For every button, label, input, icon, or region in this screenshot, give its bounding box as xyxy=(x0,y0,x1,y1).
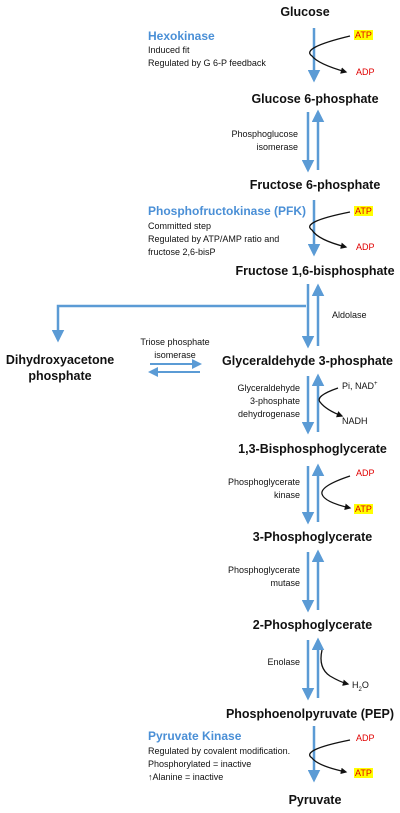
enzyme-line: Phosphoglucose xyxy=(231,129,298,139)
enzyme-hexokinase-title: Hexokinase xyxy=(148,29,215,43)
metabolite-3pg: 3-Phosphoglycerate xyxy=(252,530,373,544)
arrow-aldolase-to-dhap xyxy=(51,304,306,343)
up-arrow-icon: ↑ xyxy=(148,772,153,782)
cofactor-atp-pgk: ATP xyxy=(354,504,373,514)
cofactor-nadh: NADH xyxy=(342,416,368,426)
note-line: fructose 2,6-bisP xyxy=(148,247,216,257)
metabolite-dhap-line2: phosphate xyxy=(28,369,92,383)
cofactor-curve-pyruvate-kinase xyxy=(309,739,351,775)
cofactor-curve-gapdh xyxy=(318,387,344,418)
enzyme-pgi-label: Phosphoglucose isomerase xyxy=(218,128,298,154)
cofactor-adp-pyruvate-kinase: ADP xyxy=(356,733,375,743)
metabolite-pep: Phosphoenolpyruvate (PEP) xyxy=(225,707,395,721)
enzyme-line: isomerase xyxy=(256,142,298,152)
enzyme-line: isomerase xyxy=(154,350,196,360)
metabolite-f6p: Fructose 6-phosphate xyxy=(249,178,381,192)
metabolite-dhap: Dihydroxyacetone phosphate xyxy=(2,352,118,384)
enzyme-aldolase-label: Aldolase xyxy=(332,310,367,320)
note-line: Committed step xyxy=(148,221,212,231)
enzyme-line: dehydrogenase xyxy=(237,409,300,419)
cofactor-nad-superscript: + xyxy=(374,381,378,387)
enzyme-line: Glyceraldehyde xyxy=(237,383,300,393)
note-line: Regulated by ATP/AMP ratio and xyxy=(148,234,280,244)
metabolite-dhap-line1: Dihydroxyacetone xyxy=(5,353,115,367)
metabolite-13bpg: 1,3-Bisphosphoglycerate xyxy=(238,442,387,456)
metabolite-f16bp: Fructose 1,6-bisphosphate xyxy=(235,264,395,278)
cofactor-curve-pfk xyxy=(309,211,351,249)
cofactor-adp-pgk: ADP xyxy=(356,468,375,478)
enzyme-line: mutase xyxy=(270,578,300,588)
cofactor-pi-nad-text: Pi, NAD xyxy=(342,381,375,391)
cofactor-atp-pfk: ATP xyxy=(354,206,373,216)
metabolite-2pg: 2-Phosphoglycerate xyxy=(252,618,373,632)
cofactor-curve-enolase xyxy=(320,649,350,686)
enzyme-pfk-title: Phosphofructokinase (PFK) xyxy=(148,204,307,218)
enzyme-pyruvate-kinase-notes: Regulated by covalent modification. Phos… xyxy=(148,745,290,784)
note-alanine-text: Alanine = inactive xyxy=(152,772,224,782)
metabolite-pyruvate: Pyruvate xyxy=(288,793,342,807)
enzyme-pgm-label: Phosphoglycerate mutase xyxy=(214,564,300,590)
note-line: Phosphorylated = inactive xyxy=(148,759,252,769)
enzyme-hexokinase-notes: Induced fit Regulated by G 6-P feedback xyxy=(148,44,266,70)
cofactor-h2o: H2O xyxy=(352,680,369,693)
enzyme-pgk-label: Phosphoglycerate kinase xyxy=(214,476,300,502)
metabolite-g6p: Glucose 6-phosphate xyxy=(251,92,379,106)
cofactor-adp-hexokinase: ADP xyxy=(356,67,375,77)
note-line: Induced fit xyxy=(148,45,190,55)
note-line: ↑Alanine = inactive xyxy=(148,771,290,784)
cofactor-h2o-o: O xyxy=(361,680,369,690)
enzyme-pyruvate-kinase-title: Pyruvate Kinase xyxy=(148,729,242,743)
enzyme-line: Phosphoglycerate xyxy=(227,565,300,575)
metabolite-glucose: Glucose xyxy=(280,5,330,19)
enzyme-enolase-label: Enolase xyxy=(267,657,300,667)
note-line: Regulated by G 6-P feedback xyxy=(148,58,266,68)
enzyme-pfk-notes: Committed step Regulated by ATP/AMP rati… xyxy=(148,220,279,259)
metabolite-g3p: Glyceraldehyde 3-phosphate xyxy=(222,354,393,368)
enzyme-gapdh-label: Glyceraldehyde 3-phosphate dehydrogenase xyxy=(214,382,300,421)
cofactor-curve-pgk xyxy=(321,475,352,510)
enzyme-line: Triose phosphate xyxy=(140,337,210,347)
cofactor-h2o-h: H xyxy=(352,680,359,690)
cofactor-atp-hexokinase: ATP xyxy=(354,30,373,40)
enzyme-tpi-label: Triose phosphate isomerase xyxy=(122,336,228,362)
enzyme-line: Phosphoglycerate xyxy=(227,477,300,487)
cofactor-h2o-subscript: 2 xyxy=(358,686,362,693)
cofactor-curve-hexokinase xyxy=(309,35,351,74)
cofactor-pi-nad: Pi, NAD+ xyxy=(342,381,378,391)
enzyme-line: 3-phosphate xyxy=(249,396,300,406)
enzyme-line: kinase xyxy=(273,490,300,500)
cofactor-adp-pfk: ADP xyxy=(356,242,375,252)
cofactor-atp-pyruvate-kinase: ATP xyxy=(354,768,373,778)
note-line: Regulated by covalent modification. xyxy=(148,746,291,756)
